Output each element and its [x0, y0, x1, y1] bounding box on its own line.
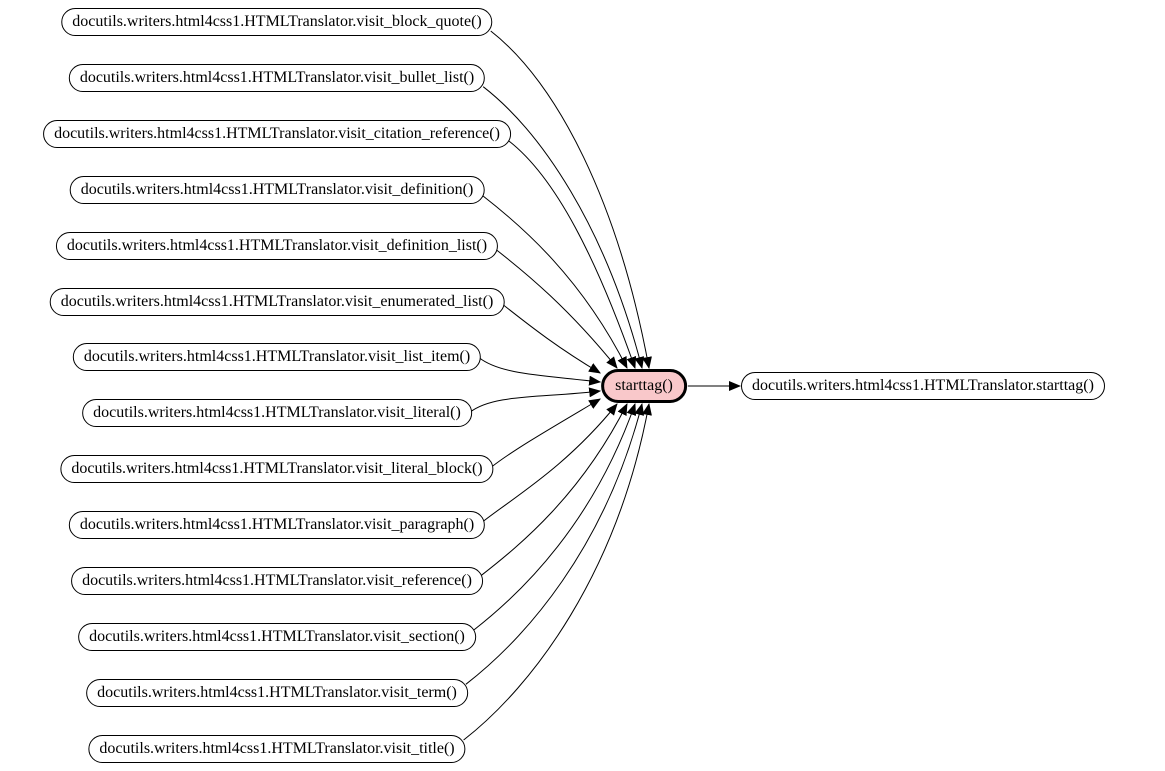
node-label: docutils.writers.html4css1.HTMLTranslato… — [89, 628, 465, 645]
caller-node-visit-list-item[interactable]: docutils.writers.html4css1.HTMLTranslato… — [72, 343, 482, 371]
center-node-starttag[interactable]: starttag() — [601, 369, 687, 403]
node-label: docutils.writers.html4css1.HTMLTranslato… — [82, 572, 472, 589]
callee-node-htmltranslator-starttag[interactable]: docutils.writers.html4css1.HTMLTranslato… — [741, 372, 1105, 400]
node-label: docutils.writers.html4css1.HTMLTranslato… — [80, 181, 474, 198]
node-label: docutils.writers.html4css1.HTMLTranslato… — [71, 460, 483, 477]
node-label: docutils.writers.html4css1.HTMLTranslato… — [66, 237, 488, 254]
node-label: starttag() — [615, 377, 673, 394]
caller-node-visit-paragraph[interactable]: docutils.writers.html4css1.HTMLTranslato… — [68, 511, 486, 539]
node-label: docutils.writers.html4css1.HTMLTranslato… — [54, 125, 500, 142]
node-label: docutils.writers.html4css1.HTMLTranslato… — [99, 740, 455, 757]
node-label: docutils.writers.html4css1.HTMLTranslato… — [93, 404, 461, 421]
caller-node-visit-term[interactable]: docutils.writers.html4css1.HTMLTranslato… — [86, 679, 468, 707]
node-label: docutils.writers.html4css1.HTMLTranslato… — [83, 348, 471, 365]
caller-node-visit-definition-list[interactable]: docutils.writers.html4css1.HTMLTranslato… — [55, 232, 499, 260]
caller-node-visit-definition[interactable]: docutils.writers.html4css1.HTMLTranslato… — [69, 176, 485, 204]
caller-node-visit-enumerated-list[interactable]: docutils.writers.html4css1.HTMLTranslato… — [49, 288, 505, 316]
caller-node-visit-block-quote[interactable]: docutils.writers.html4css1.HTMLTranslato… — [61, 8, 493, 36]
caller-node-visit-literal[interactable]: docutils.writers.html4css1.HTMLTranslato… — [82, 399, 472, 427]
caller-node-visit-reference[interactable]: docutils.writers.html4css1.HTMLTranslato… — [71, 567, 483, 595]
node-label: docutils.writers.html4css1.HTMLTranslato… — [79, 69, 475, 86]
node-label: docutils.writers.html4css1.HTMLTranslato… — [72, 13, 482, 30]
caller-node-visit-literal-block[interactable]: docutils.writers.html4css1.HTMLTranslato… — [60, 455, 494, 483]
node-label: docutils.writers.html4css1.HTMLTranslato… — [97, 684, 457, 701]
caller-node-visit-section[interactable]: docutils.writers.html4css1.HTMLTranslato… — [78, 623, 476, 651]
caller-node-visit-bullet-list[interactable]: docutils.writers.html4css1.HTMLTranslato… — [68, 64, 486, 92]
node-label: docutils.writers.html4css1.HTMLTranslato… — [60, 293, 494, 310]
node-label: docutils.writers.html4css1.HTMLTranslato… — [79, 516, 475, 533]
caller-node-visit-title[interactable]: docutils.writers.html4css1.HTMLTranslato… — [88, 735, 466, 763]
node-label: docutils.writers.html4css1.HTMLTranslato… — [752, 377, 1094, 394]
caller-node-visit-citation-reference[interactable]: docutils.writers.html4css1.HTMLTranslato… — [43, 120, 511, 148]
